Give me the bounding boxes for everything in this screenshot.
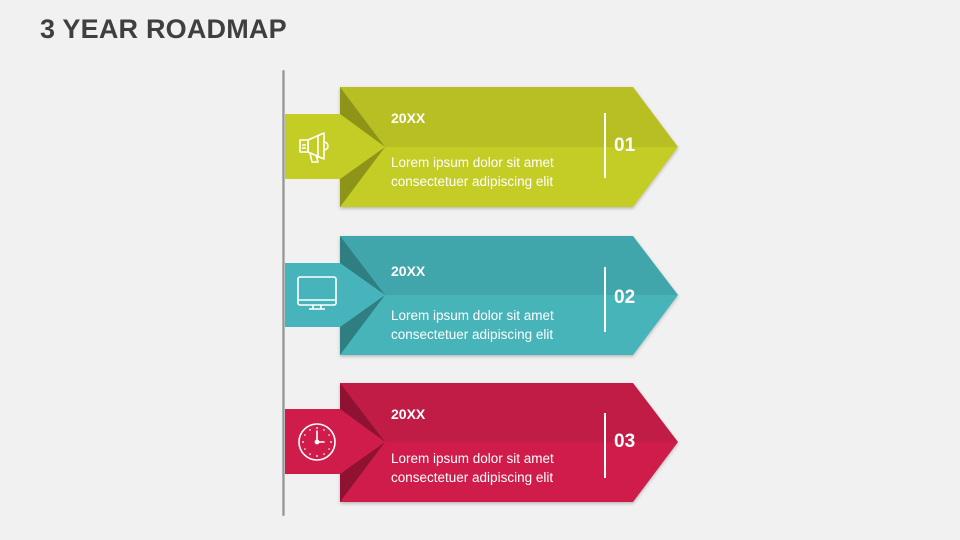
step-number: 01 <box>614 135 636 156</box>
roadmap-item-2: 20XX Lorem ipsum dolor sit amet consecte… <box>0 235 960 357</box>
monitor-icon <box>297 276 337 310</box>
divider-line <box>604 413 606 478</box>
step-number: 03 <box>614 431 636 452</box>
divider-line <box>604 267 606 332</box>
year-label: 20XX <box>391 406 426 422</box>
clock-icon <box>298 423 336 461</box>
megaphone-icon <box>299 132 329 163</box>
divider-line <box>604 113 606 178</box>
roadmap-item-1: 20XX Lorem ipsum dolor sit amet consecte… <box>0 86 960 208</box>
page-title: 3 YEAR ROADMAP <box>40 14 287 44</box>
description-text: Lorem ipsum dolor sit amet consectetuer … <box>391 451 554 485</box>
description-text: Lorem ipsum dolor sit amet consectetuer … <box>391 155 554 189</box>
year-label: 20XX <box>391 110 426 126</box>
step-number: 02 <box>614 287 636 308</box>
arrow-banner-shape <box>285 87 678 207</box>
description-text: Lorem ipsum dolor sit amet consectetuer … <box>391 308 554 342</box>
year-label: 20XX <box>391 263 426 279</box>
roadmap-item-3: 20XX Lorem ipsum dolor sit amet consecte… <box>0 382 960 504</box>
arrow-banner-shape <box>285 236 678 355</box>
timeline-line <box>282 70 285 516</box>
